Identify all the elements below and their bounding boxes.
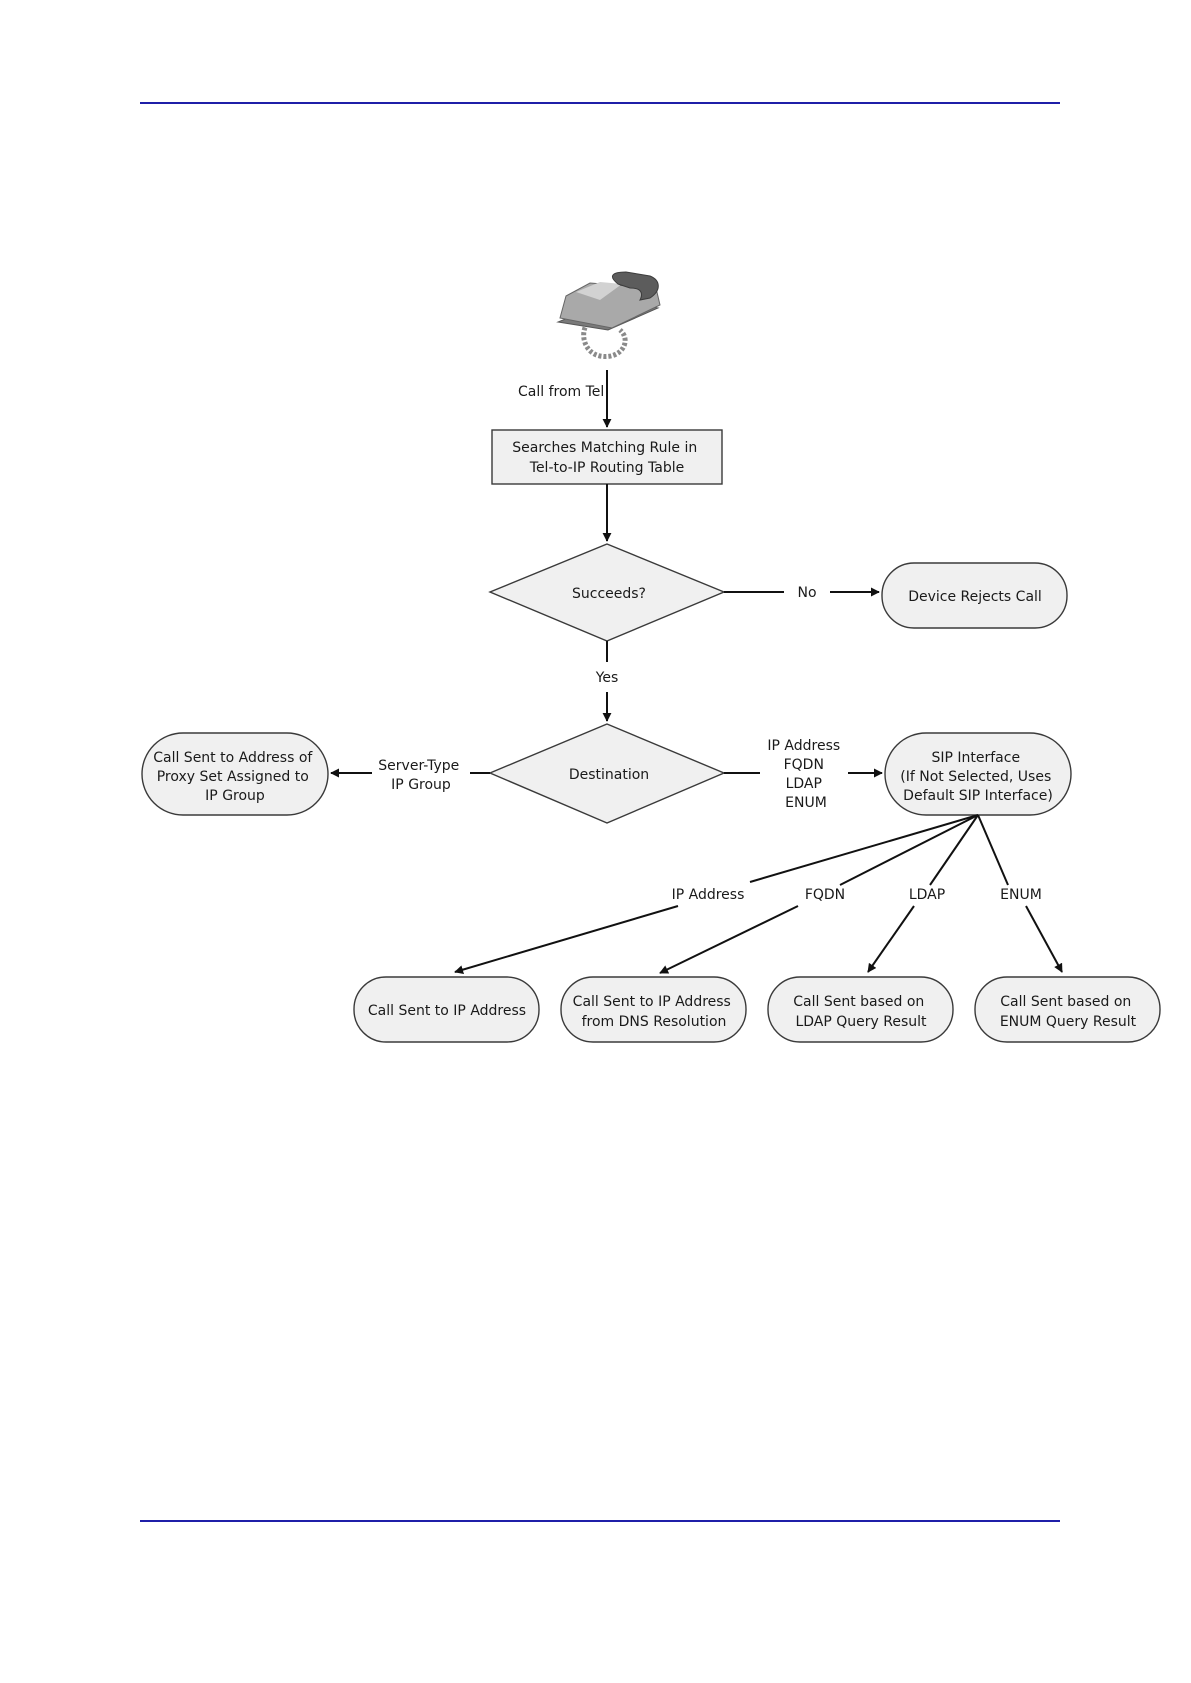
search-rule-box <box>491 429 723 485</box>
destination-decision <box>488 723 726 824</box>
edge-ldap-upper <box>929 814 979 886</box>
label-server-type: Server-Type IP Group <box>378 758 463 793</box>
search-rule-text: Searches Matching Rule in Tel-to-IP Rout… <box>512 440 701 476</box>
footer-rule <box>140 1520 1060 1522</box>
edge-fqdn-upper <box>839 814 979 886</box>
label-enum: ENUM <box>1000 887 1042 903</box>
device-rejects-call-node <box>881 562 1068 629</box>
label-ip-address: IP Address <box>672 887 745 903</box>
ip-address-node <box>353 976 540 1043</box>
destination-text: Destination <box>569 767 649 783</box>
label-fqdn: FQDN <box>805 887 845 903</box>
edge-ip-address-upper <box>749 814 979 883</box>
label-yes: Yes <box>595 670 619 686</box>
edge-fqdn-lower <box>659 905 799 974</box>
edge-ldap-lower <box>867 905 915 973</box>
device-rejects-call-text: Device Rejects Call <box>908 589 1042 605</box>
label-ldap: LDAP <box>909 887 945 903</box>
enum-result-node <box>974 976 1161 1043</box>
header-rule <box>140 102 1060 104</box>
label-dest-types: IP Address FQDN LDAP ENUM <box>767 738 844 811</box>
label-call-from-tel: Call from Tel <box>518 384 604 400</box>
proxy-set-text: Call Sent to Address of Proxy Set Assign… <box>153 750 317 804</box>
sip-interface-text: SIP Interface (If Not Selected, Uses Def… <box>900 750 1055 804</box>
ip-address-text: Call Sent to IP Address <box>368 1003 526 1019</box>
succeeds-text: Succeeds? <box>572 586 646 602</box>
ldap-result-text: Call Sent based on LDAP Query Result <box>793 994 929 1030</box>
edge-enum-upper <box>977 814 1009 886</box>
proxy-set-node <box>141 732 329 816</box>
label-no: No <box>797 585 816 601</box>
dns-resolution-text: Call Sent to IP Address from DNS Resolut… <box>573 994 736 1030</box>
ldap-result-node <box>767 976 954 1043</box>
edge-ip-address-lower <box>454 905 679 975</box>
edge-enum-lower <box>1025 905 1063 973</box>
telephone-icon <box>556 271 661 359</box>
dns-resolution-node <box>560 976 747 1043</box>
enum-result-text: Call Sent based on ENUM Query Result <box>1000 994 1137 1030</box>
